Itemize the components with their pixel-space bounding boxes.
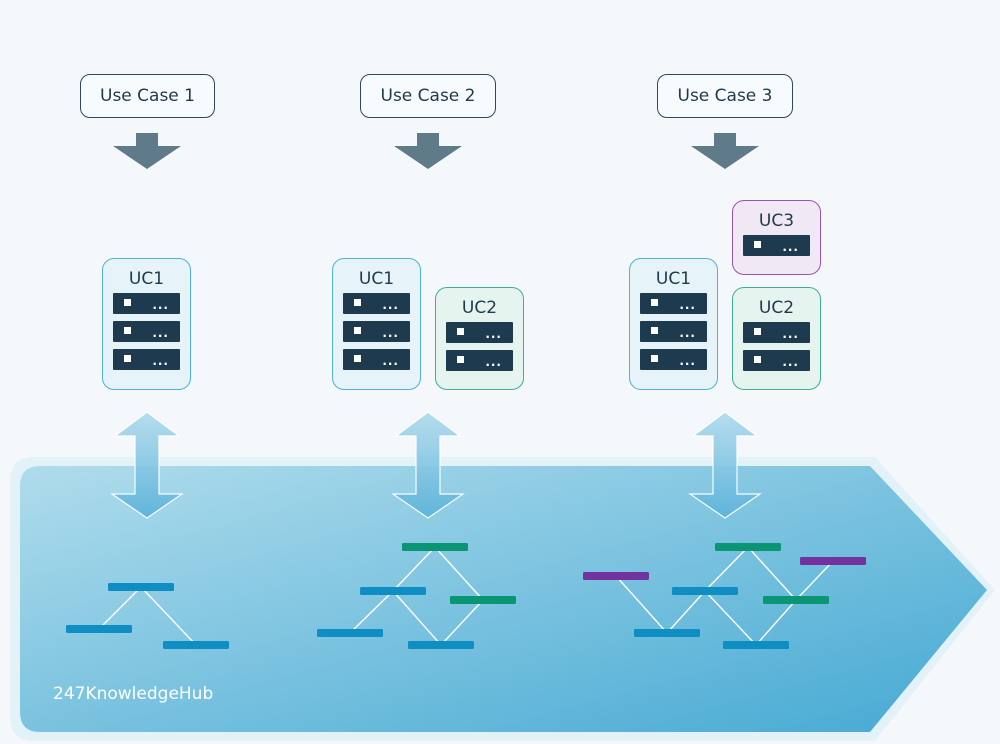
server-icon: ...: [640, 321, 707, 342]
graph-edge: [434, 546, 484, 601]
graph-edge: [440, 599, 484, 646]
server-icon: ...: [640, 349, 707, 370]
cluster-title: UC2: [461, 298, 498, 318]
graph-node-blue: [672, 587, 738, 595]
use-case-3-label: Use Case 3: [657, 74, 793, 118]
bidirectional-arrow-icon: [391, 411, 465, 519]
graph-node-blue: [317, 629, 383, 637]
server-icon: ...: [640, 293, 707, 314]
use-case-1-label: Use Case 1: [80, 74, 215, 118]
graph-edge: [392, 546, 436, 592]
server-icon: ...: [743, 322, 810, 343]
server-icon: ...: [113, 321, 180, 342]
graph-node-blue: [408, 641, 474, 649]
down-arrow-icon: [691, 133, 759, 169]
bidirectional-arrow-icon: [110, 411, 184, 519]
cluster-title: UC1: [655, 269, 692, 289]
server-icon: ...: [446, 350, 513, 371]
cluster-uc1-case3: UC1 ... ... ...: [629, 258, 718, 390]
graph-edge: [747, 546, 797, 601]
graph-node-purple: [583, 572, 649, 580]
cluster-uc1-case2: UC1 ... ... ...: [332, 258, 421, 390]
graph-node-green: [450, 596, 516, 604]
graph-edge: [704, 546, 749, 592]
cluster-uc3-case3: UC3 ...: [732, 200, 821, 275]
graph-edge: [666, 590, 706, 634]
graph-edge: [615, 575, 668, 634]
graph-edge: [755, 599, 797, 646]
server-icon: ...: [113, 349, 180, 370]
brand-logo-text: 247KnowledgeHub: [53, 684, 214, 704]
cluster-uc2-case2: UC2 ... ...: [435, 287, 524, 390]
cluster-title: UC1: [128, 269, 165, 289]
graph-node-green: [763, 596, 829, 604]
server-icon: ...: [446, 322, 513, 343]
cluster-title: UC3: [758, 211, 795, 231]
graph-node-blue: [108, 583, 174, 591]
server-icon: ...: [743, 235, 810, 256]
graph-node-blue: [634, 629, 700, 637]
cluster-uc2-case3: UC2 ... ...: [732, 287, 821, 390]
graph-node-blue: [360, 587, 426, 595]
server-icon: ...: [343, 293, 410, 314]
down-arrow-icon: [394, 133, 462, 169]
graph-edge: [795, 560, 834, 601]
graph-node-blue: [163, 641, 229, 649]
cluster-uc1-case1: UC1 ... ... ...: [102, 258, 191, 390]
graph-edge: [140, 586, 197, 646]
graph-edge: [392, 590, 442, 646]
bidirectional-arrow-icon: [688, 411, 762, 519]
down-arrow-icon: [113, 133, 181, 169]
graph-edge: [98, 586, 142, 630]
graph-node-green: [402, 543, 468, 551]
graph-edge: [704, 590, 757, 646]
use-case-2-label: Use Case 2: [360, 74, 496, 118]
server-icon: ...: [113, 293, 180, 314]
server-icon: ...: [743, 350, 810, 371]
server-icon: ...: [343, 349, 410, 370]
graph-node-blue: [66, 625, 132, 633]
graph-node-blue: [723, 641, 789, 649]
graph-edge: [349, 590, 394, 634]
server-icon: ...: [343, 321, 410, 342]
cluster-title: UC1: [358, 269, 395, 289]
graph-node-green: [715, 543, 781, 551]
graph-node-purple: [800, 557, 866, 565]
cluster-title: UC2: [758, 298, 795, 318]
